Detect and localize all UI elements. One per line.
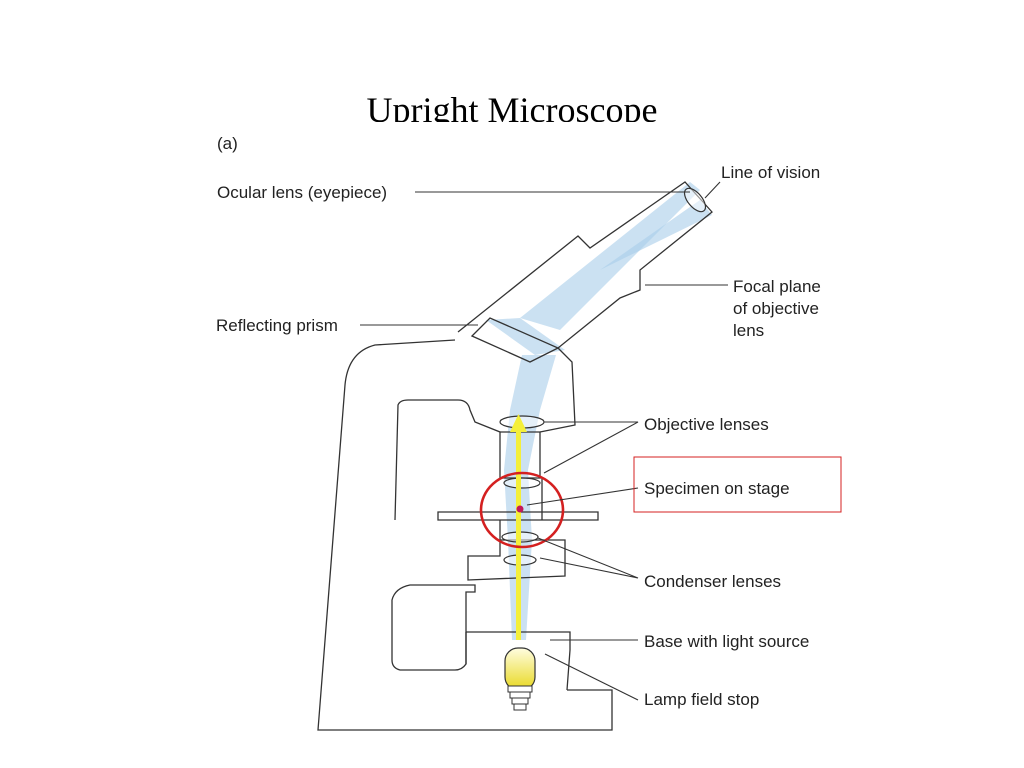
lenses (499, 187, 707, 566)
label-focal-plane-3: lens (733, 321, 764, 340)
label-specimen-on-stage: Specimen on stage (644, 479, 790, 498)
ocular-lens (683, 187, 707, 213)
leader-lines (360, 181, 728, 701)
objective-lens-lower (503, 477, 541, 489)
specimen-label-box (633, 456, 842, 513)
label-condenser-lenses: Condenser lenses (644, 572, 781, 591)
label-line-of-vision: Line of vision (721, 163, 820, 182)
label-reflecting-prism: Reflecting prism (216, 316, 338, 335)
microscope-body (317, 181, 713, 731)
specimen-highlight-circle (479, 471, 565, 549)
panel-label: (a) (217, 134, 238, 153)
slide-title: Upright Microscope (366, 90, 658, 122)
light-direction-arrow (510, 414, 527, 640)
label-focal-plane-2: of objective (733, 299, 819, 318)
label-objective-lenses: Objective lenses (644, 415, 769, 434)
label-lamp-field-stop: Lamp field stop (644, 690, 759, 709)
label-focal-plane-1: Focal plane (733, 277, 821, 296)
lamp-icon (504, 647, 536, 711)
specimen-dot (516, 505, 524, 513)
label-ocular-lens: Ocular lens (eyepiece) (217, 183, 387, 202)
label-base-light-source: Base with light source (644, 632, 809, 651)
